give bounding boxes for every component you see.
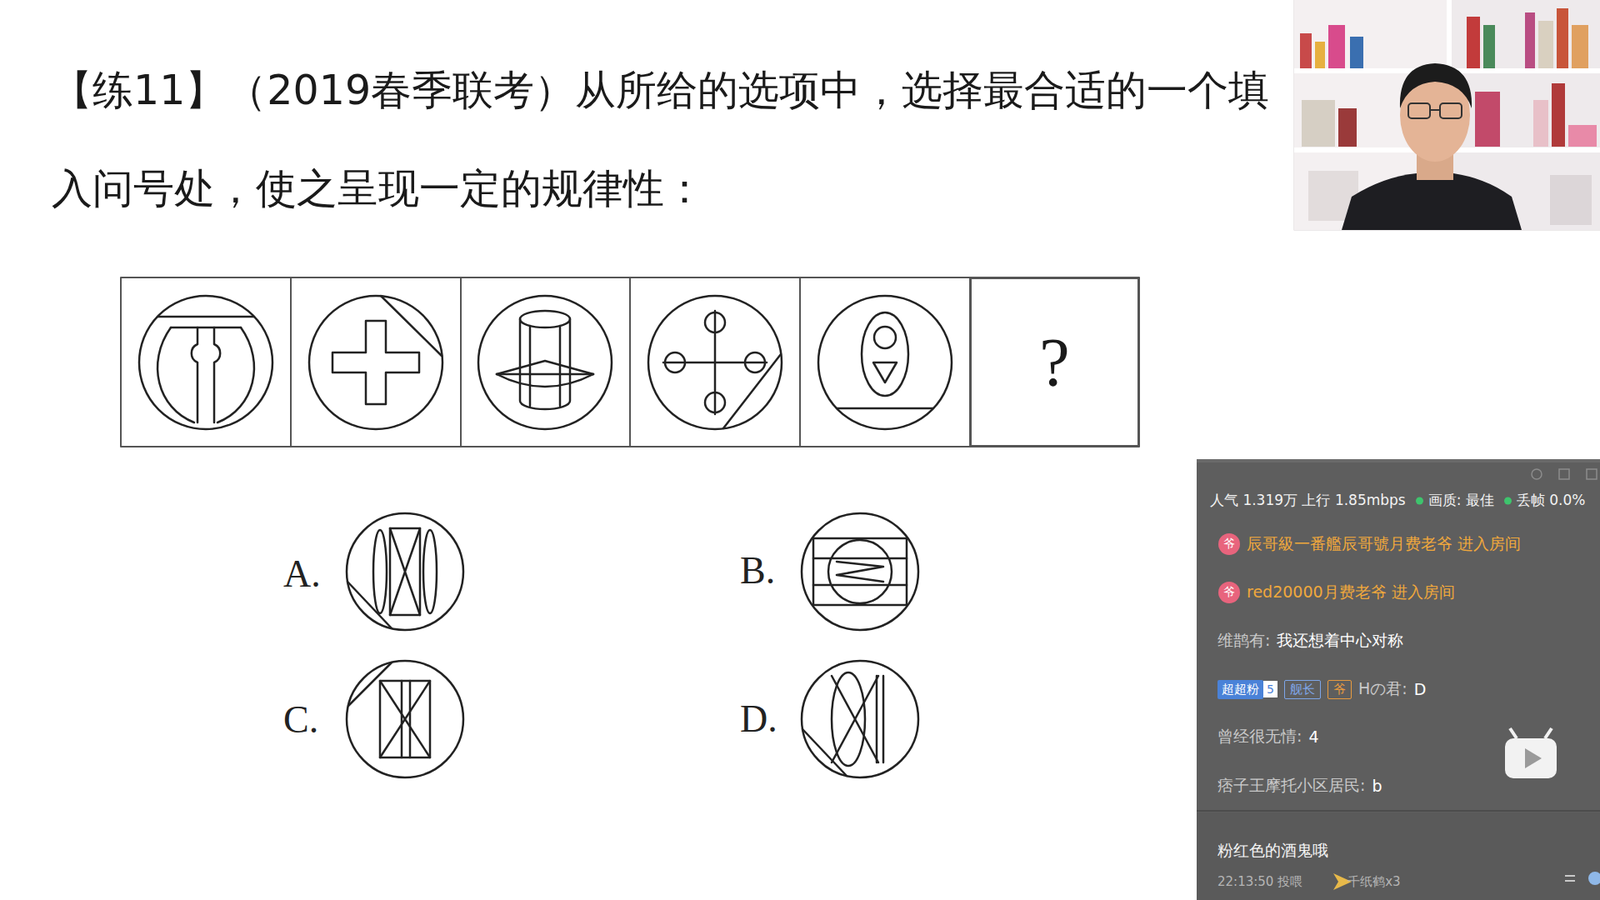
text-row: 22:13:50 投喂 千纸鹤x3 [1217,874,1401,890]
text-row: 人气 1.319万 上行 1.85mbps 画质: 最佳丢帧 0.0% [1210,490,1585,510]
user-name: Hの君: [1358,678,1408,700]
answer-cell: ? [970,277,1140,447]
captain-badge: 舰长 [1284,680,1321,700]
gift-name: 千纸鹤x3 [1347,874,1400,890]
user-name: 痞子王摩托小区居民: [1217,775,1365,797]
text-row: 曾经很无情: 4 [1217,725,1320,748]
figure-1 [139,295,273,430]
option-figure [801,513,919,630]
option-letter: B. [740,548,775,593]
option-figure [801,660,919,778]
text-row: 超超粉5 舰长爷 Hの君: D [1217,678,1426,700]
fan-badge: 超超粉 [1217,680,1264,700]
text-row: 爷 red20000月费老爷 进入房间 [1218,581,1455,604]
user-name: 曾经很无情: [1217,725,1302,748]
stream-stats: 人气 1.319万 上行 1.85mbps [1210,490,1406,510]
enter-notice: red20000月费老爷 进入房间 [1246,581,1455,604]
badge-level: 5 [1263,680,1278,698]
text-row: D. [740,696,778,741]
text-row: 维鹊有: 我还想着中心对称 [1217,630,1404,652]
vip-badge: 爷 [1327,680,1352,700]
question-mark: ? [1039,328,1070,397]
chat-input: 粉红色的酒鬼哦 [1217,840,1329,862]
figure-4 [648,295,782,430]
play-icon [1505,728,1557,779]
chat-message: D [1414,680,1427,699]
chat-panel [1196,459,1600,900]
frame-drop: 丢帧 0.0% [1504,490,1586,510]
chat-message: b [1371,776,1382,795]
option-letter: A. [283,551,321,596]
text-row: 爷辰哥級一番艦辰哥號月费老爷 进入房间 [1218,533,1521,555]
figure-3 [478,295,612,430]
user-name: 维鹊有: [1217,630,1270,652]
enter-notice: 辰哥級一番艦辰哥號月费老爷 进入房间 [1246,533,1521,555]
text-row: A. [283,551,321,596]
option-figure [346,513,464,630]
text-row: C. [283,697,319,742]
webcam-view [1294,0,1600,230]
chat-message: 我还想着中心对称 [1276,630,1404,652]
figure-2 [309,295,443,430]
option-figure [346,660,464,778]
text-row: 粉红色的酒鬼哦 [1217,840,1329,862]
user-icon: 爷 [1218,533,1240,555]
chat-message: 4 [1308,727,1319,746]
figure-strip [120,277,1140,447]
figure-5 [818,295,952,430]
text-row: 痞子王摩托小区居民: b [1217,775,1382,797]
option-letter: D. [740,696,778,741]
option-letter: C. [283,697,319,742]
timestamp: 22:13:50 投喂 [1217,874,1303,890]
question-title: 【练11】（2019春季联考）从所给的选项中，选择最合适的一个填 入问号处，使之… [51,41,1285,239]
quality-status: 画质: 最佳 [1415,490,1495,510]
text-row: B. [740,548,775,593]
user-icon: 爷 [1218,581,1240,604]
